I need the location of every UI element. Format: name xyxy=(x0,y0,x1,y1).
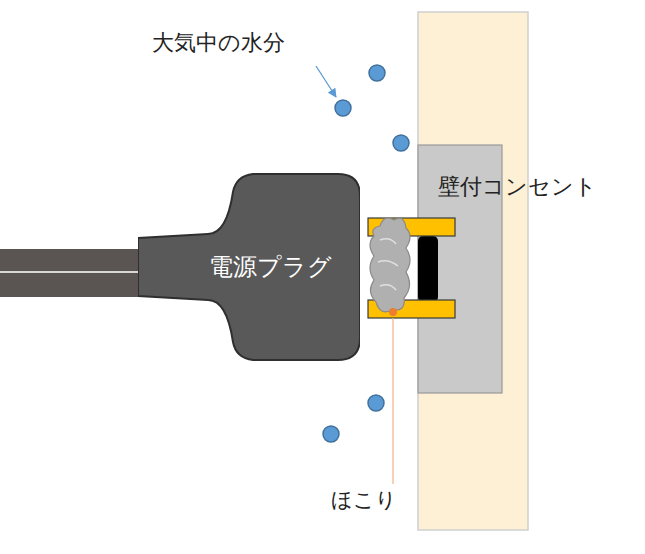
outlet-slot xyxy=(418,236,438,302)
plug-label: 電源プラグ xyxy=(209,251,332,283)
cable xyxy=(0,249,142,297)
dust-texture xyxy=(378,239,398,290)
wall xyxy=(418,12,528,530)
callout-label: 壁付コンセント xyxy=(438,174,597,200)
leader-line xyxy=(392,318,393,484)
tracking-spark xyxy=(389,308,397,316)
cable-seam xyxy=(0,271,142,273)
plug-body: 電源プラグ xyxy=(138,172,360,362)
leader-arrow xyxy=(316,66,336,97)
dust xyxy=(370,218,410,312)
callout-label: 大気中の水分 xyxy=(152,30,285,56)
plug-shape xyxy=(138,174,360,360)
callout-label: ほこり xyxy=(331,488,397,513)
